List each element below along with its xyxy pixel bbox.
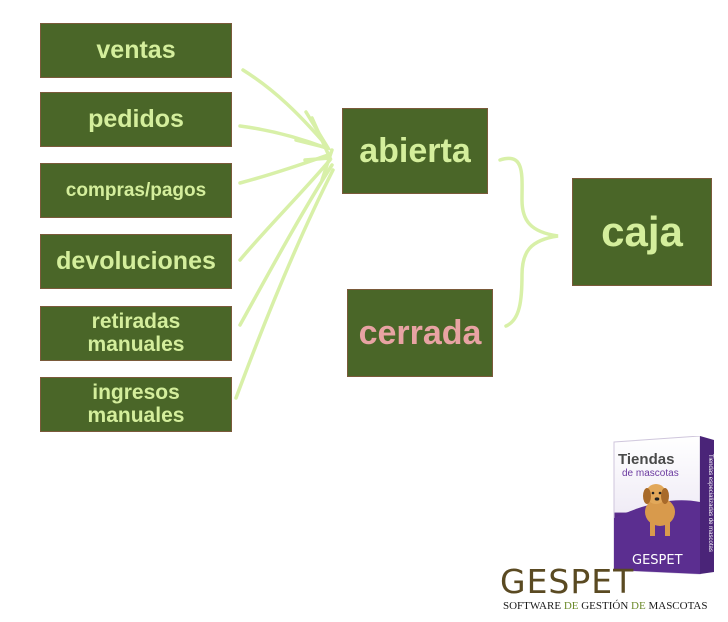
source-devoluciones: devoluciones [40,234,232,289]
source-pedidos-label: pedidos [88,105,184,133]
logo-pet: PET [570,562,635,601]
target-caja: caja [572,178,712,286]
source-ingresos-line2: manuales [87,403,185,427]
brace [498,156,559,328]
source-compras-pagos: compras/pagos [40,163,232,218]
product-box-image: Tiendas de mascotas GESPET Tiendas espec… [610,435,716,576]
source-ventas: ventas [40,23,232,78]
source-ingresos-manuales: ingresos manuales [40,377,232,432]
arrow-ventas [241,68,328,147]
logo-ges: GES [500,562,571,601]
state-abierta-label: abierta [359,132,471,170]
gespet-logo: GESPET [500,565,634,598]
tagline-de-1: DE [561,600,582,612]
source-ventas-label: ventas [96,36,176,64]
source-retiradas-line1: retiradas [91,310,181,334]
source-devoluciones-label: devoluciones [56,247,216,275]
source-retiradas-manuales: retiradas manuales [40,306,232,361]
tagline-mascotas: MASCOTAS [648,600,708,612]
tagline-gestion: GESTIÓN [581,600,629,612]
gespet-tagline: SOFTWARE DE GESTIÓN DE MASCOTAS [503,600,708,612]
arrow-devoluciones [238,158,332,262]
state-cerrada: cerrada [347,289,493,377]
state-cerrada-label: cerrada [358,314,482,352]
product-title: Tiendas [618,451,674,468]
tagline-software: SOFTWARE [503,600,562,612]
target-caja-label: caja [601,208,683,255]
arrow-retiradas [238,163,334,327]
arrow-ingresos [234,168,335,400]
tagline-de-2: DE [628,600,649,612]
product-brand: GESPET [632,553,683,568]
source-compras-label: compras/pagos [65,180,207,201]
source-ingresos-line1: ingresos [92,381,180,405]
source-pedidos: pedidos [40,92,232,147]
source-retiradas-line2: manuales [87,332,185,356]
state-abierta: abierta [342,108,488,194]
product-side-text: Tiendas especializadas de mascotas [707,454,713,552]
product-subtitle: de mascotas [622,468,679,479]
